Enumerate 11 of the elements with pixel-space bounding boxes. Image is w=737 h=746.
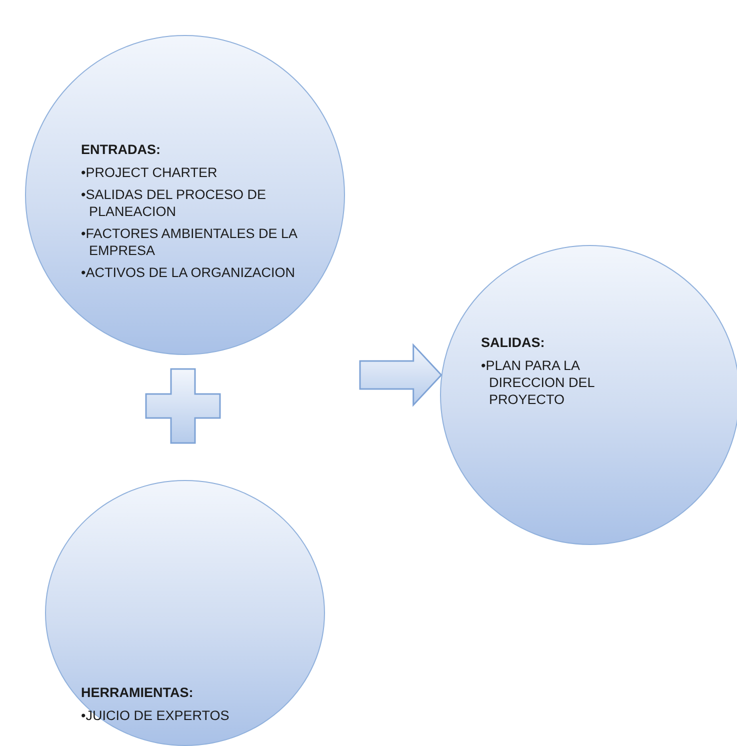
heading: SALIDAS: bbox=[481, 334, 546, 351]
heading: ENTRADAS: bbox=[81, 141, 162, 158]
bullet-item: •FACTORES AMBIENTALES DE LA EMPRESA bbox=[81, 225, 298, 259]
heading: HERRAMIENTAS: bbox=[81, 684, 194, 701]
bullet-item: •ACTIVOS DE LA ORGANIZACION bbox=[81, 264, 296, 281]
bullet-item: •PLAN PARA LA DIRECCION DEL PROYECTO bbox=[481, 357, 596, 408]
bullet-item: •SALIDAS DEL PROCESO DE PLANEACION bbox=[81, 186, 268, 220]
block-arrow bbox=[359, 343, 442, 407]
bullet-item: •PROJECT CHARTER bbox=[81, 164, 218, 181]
bullet-item: •JUICIO DE EXPERTOS bbox=[81, 707, 230, 724]
plus-sign bbox=[145, 368, 221, 444]
